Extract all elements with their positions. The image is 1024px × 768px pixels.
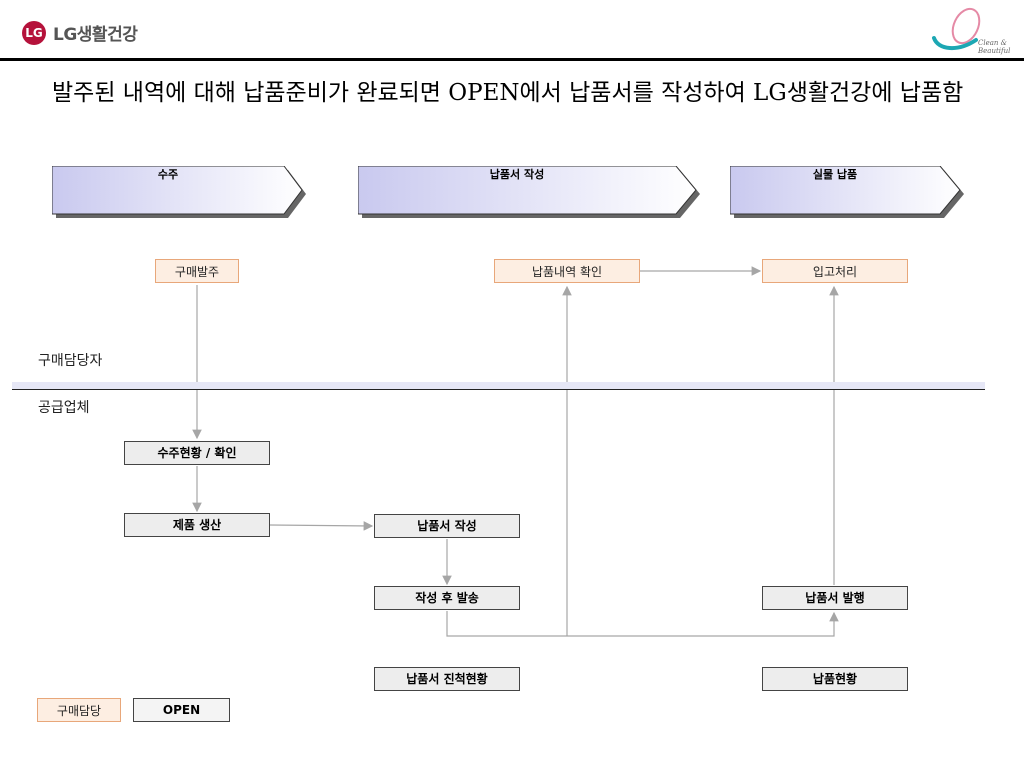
lg-logo-icon: LG <box>22 21 46 45</box>
brand-tagline: Clean & Beautiful <box>978 39 1024 55</box>
legend-open-system: OPEN <box>133 698 230 722</box>
phase-create-delivery-note: 납품서 작성 <box>358 166 704 218</box>
lane-divider-band <box>12 382 985 389</box>
brand-tagline-line2: Beautiful <box>978 47 1011 55</box>
step-production: 제품 생산 <box>124 513 270 537</box>
brand-swirl-icon <box>932 7 981 50</box>
lane-label-supplier: 공급업체 <box>38 400 90 416</box>
phase-label: 수주 <box>157 168 179 181</box>
lane-divider-line <box>12 389 985 390</box>
phase-physical-delivery: 실물 납품 <box>730 166 968 218</box>
step-issue-delivery-note: 납품서 발행 <box>762 586 908 610</box>
lane-label-buyer: 구매담당자 <box>38 353 103 369</box>
phase-label: 실물 납품 <box>812 168 858 181</box>
brand-tagline-line1: Clean & <box>978 39 1007 47</box>
company-name: LG생활건강 <box>53 25 138 45</box>
page-title: 발주된 내역에 대해 납품준비가 완료되면 OPEN에서 납품서를 작성하여 L… <box>52 80 964 106</box>
step-send-after-create: 작성 후 발송 <box>374 586 520 610</box>
legend-buyer: 구매담당 <box>37 698 121 722</box>
step-create-delivery-note: 납품서 작성 <box>374 514 520 538</box>
step-order-status: 수주현황 / 확인 <box>124 441 270 465</box>
phase-label: 납품서 작성 <box>489 168 545 181</box>
step-confirm-delivery: 납품내역 확인 <box>494 259 640 283</box>
step-delivery-status: 납품현황 <box>762 667 908 691</box>
phase-order-receipt: 수주 <box>52 166 308 218</box>
step-purchase-order: 구매발주 <box>155 259 239 283</box>
step-receiving: 입고처리 <box>762 259 908 283</box>
step-delivery-note-progress: 납품서 진척현황 <box>374 667 520 691</box>
header-divider <box>0 58 1024 61</box>
